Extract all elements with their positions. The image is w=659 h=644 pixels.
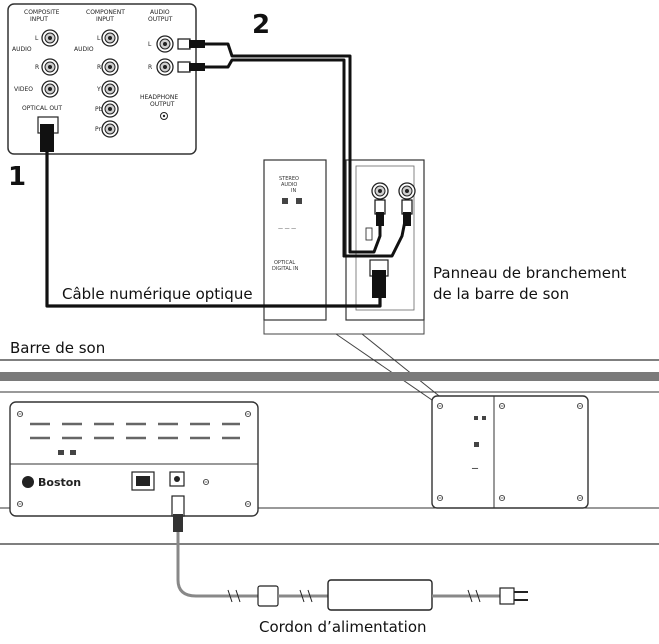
audio-output-label-2: OUTPUT (148, 16, 173, 23)
component-audio-label: AUDIO (74, 46, 94, 53)
power-cord (171, 495, 528, 611)
rca-jack-icon (156, 58, 174, 76)
optical-connector-icon (40, 124, 386, 298)
jack-pb-label: Pb (95, 106, 103, 113)
soundbar-caption: Barre de son (10, 339, 106, 357)
brand-logo (22, 476, 34, 488)
stereo-audio-label-3: IN (291, 188, 296, 194)
brand-name: Boston (38, 476, 81, 489)
rca-jack-icon (41, 29, 59, 47)
soundbar-panel-zoom: STEREO AUDIO IN — — — OPTICAL DIGITAL IN (263, 159, 425, 321)
rca-jack-icon (101, 100, 119, 118)
component-input-label-1: COMPONENT (86, 9, 125, 16)
optical-cable (45, 148, 382, 308)
composite-input-label-2: INPUT (30, 16, 48, 23)
rca-jack-icon (398, 182, 416, 200)
video-label: VIDEO (14, 86, 33, 93)
jack-l-label-composite: L (35, 35, 39, 42)
stereo-audio-label-2: AUDIO (281, 182, 297, 188)
svg-text:— — —: — — — (278, 226, 296, 232)
optical-digital-label-2: DIGITAL IN (272, 266, 299, 272)
rca-jack-icon (371, 182, 389, 200)
panel-caption-line1: Panneau de branchement (433, 264, 627, 282)
jack-l-label-component: L (97, 35, 101, 42)
panel-caption-line2: de la barre de son (433, 285, 570, 303)
rca-jack-icon (156, 35, 174, 53)
rca-jack-icon (101, 120, 119, 138)
soundbar-right-panel (431, 395, 589, 509)
power-brick-icon (327, 579, 433, 611)
rca-jack-icon (41, 58, 59, 76)
jack-y-label: Y (96, 86, 101, 93)
component-input-label-2: INPUT (96, 16, 114, 23)
headphone-output-label-1: HEADPHONE (140, 94, 178, 101)
step-1-label: 1 (8, 162, 27, 192)
soundbar-body: Boston ━━ (0, 359, 659, 545)
audio-output-label-1: AUDIO (150, 9, 170, 16)
rca-jack-icon (101, 80, 119, 98)
optical-out-label: OPTICAL OUT (22, 105, 62, 112)
step-2-label: 2 (252, 10, 271, 40)
optical-cable-caption: Câble numérique optique (62, 285, 253, 303)
svg-text:━━: ━━ (471, 466, 479, 472)
optical-digital-label-1: OPTICAL (274, 260, 295, 266)
jack-r-label-component: R (97, 64, 101, 71)
rca-jack-icon (101, 29, 119, 47)
rca-jack-icon (101, 58, 119, 76)
tv-connection-panel: COMPOSITE INPUT COMPONENT INPUT AUDIO OU… (7, 3, 197, 155)
rca-jack-icon (41, 80, 59, 98)
stereo-audio-label-1: STEREO (279, 176, 299, 182)
rca-plug-icon (177, 38, 413, 226)
composite-audio-label: AUDIO (12, 46, 32, 53)
composite-input-label-1: COMPOSITE (24, 9, 60, 16)
jack-l-label-audio-out: L (148, 41, 152, 48)
headphone-output-label-2: OUTPUT (150, 101, 175, 108)
jack-r-label-composite: R (35, 64, 39, 71)
jack-pr-label: Pr (95, 126, 102, 133)
power-plug-icon (499, 587, 515, 605)
power-cord-caption: Cordon d’alimentation (259, 618, 427, 636)
jack-r-label-audio-out: R (148, 64, 152, 71)
